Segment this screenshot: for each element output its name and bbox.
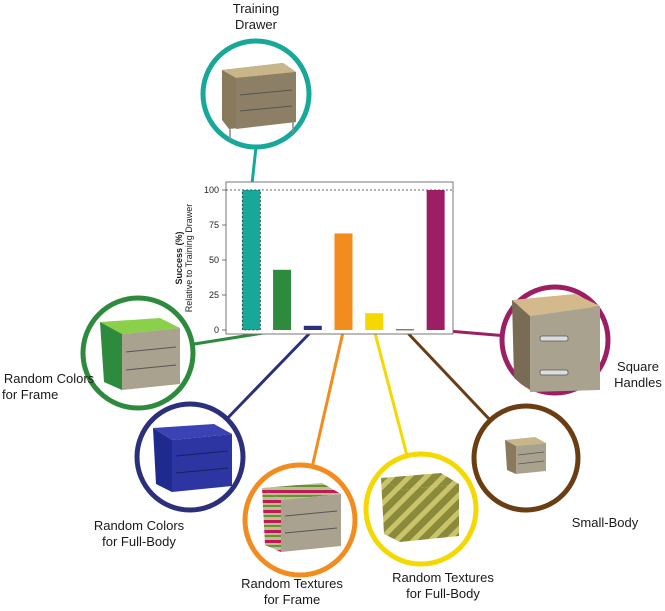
- bar-4: [334, 233, 353, 330]
- callout-small-body: [471, 403, 581, 513]
- y-axis: 0 25 50 75 100: [204, 185, 226, 335]
- bar-7: [426, 190, 445, 330]
- y-tick-label: 25: [209, 290, 219, 300]
- drawer-illustration-colors-full: [153, 424, 232, 492]
- y-axis-label: Success (%): [174, 231, 184, 284]
- drawer-illustration-colors-frame: [100, 318, 180, 390]
- y-tick-label: 50: [209, 255, 219, 265]
- bar-6: [395, 329, 414, 331]
- y-tick-label: 100: [204, 185, 219, 195]
- callout-textures-frame: [242, 462, 358, 578]
- bar-5: [365, 313, 384, 330]
- bar-chart: 0 25 50 75 100 Success (%) Relative to Train…: [174, 181, 454, 335]
- bar-2: [273, 269, 292, 330]
- bar-3: [303, 325, 322, 330]
- callout-colors-full: [134, 401, 246, 513]
- bar-1: [241, 189, 261, 331]
- callout-colors-frame: [80, 295, 196, 411]
- drawer-illustration-square-handles: [512, 294, 600, 392]
- drawer-illustration-small-body: [505, 437, 546, 474]
- y-tick-label: 75: [209, 220, 219, 230]
- callout-square-handles: [499, 284, 611, 396]
- bars: [241, 189, 445, 331]
- callout-textures-full: [363, 451, 479, 567]
- drawer-illustration-textures-full: [381, 473, 459, 542]
- label-small-body: Small-Body: [571, 515, 639, 530]
- y-axis-sublabel: Relative to Training Drawer: [184, 204, 194, 313]
- drawer-illustration-textures-frame: [262, 483, 341, 552]
- y-tick-label: 0: [214, 325, 219, 335]
- callout-training: [200, 38, 312, 150]
- drawer-illustration-training: [222, 63, 296, 140]
